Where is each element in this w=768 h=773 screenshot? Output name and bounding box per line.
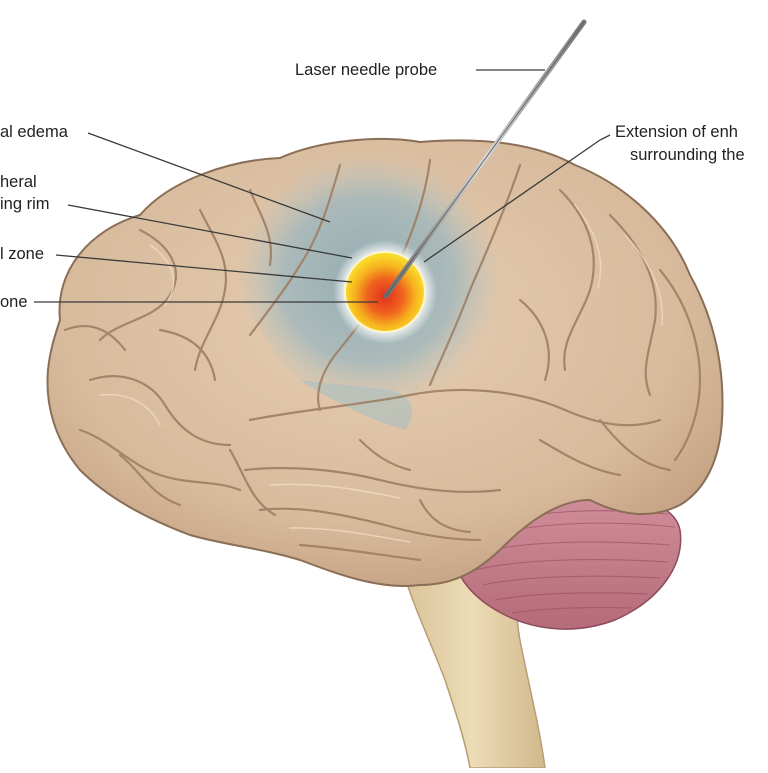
leader-line-edema <box>87 132 331 223</box>
leader-lines <box>34 69 611 303</box>
edema-extension <box>300 380 413 430</box>
label-zone-outer: l zone <box>0 245 45 263</box>
brain-gyri-highlights <box>99 204 664 543</box>
label-extension-line1: Extension of enh <box>615 123 738 141</box>
brain-sulci <box>63 158 702 562</box>
leader-line-extension <box>423 134 611 263</box>
label-extension-line2: surrounding the <box>630 146 745 164</box>
label-zone-inner: one <box>0 293 28 311</box>
label-peripheral-rim-line2: ing rim <box>0 195 50 213</box>
leader-line-zone-outer <box>55 254 353 283</box>
leader-line-rim <box>67 204 353 259</box>
label-peripheral-rim-line1: heral <box>0 173 37 191</box>
label-edema: al edema <box>0 123 68 141</box>
ablation-zone <box>344 251 426 333</box>
label-laser-needle-probe: Laser needle probe <box>295 61 438 79</box>
laser-needle-probe <box>383 19 587 299</box>
